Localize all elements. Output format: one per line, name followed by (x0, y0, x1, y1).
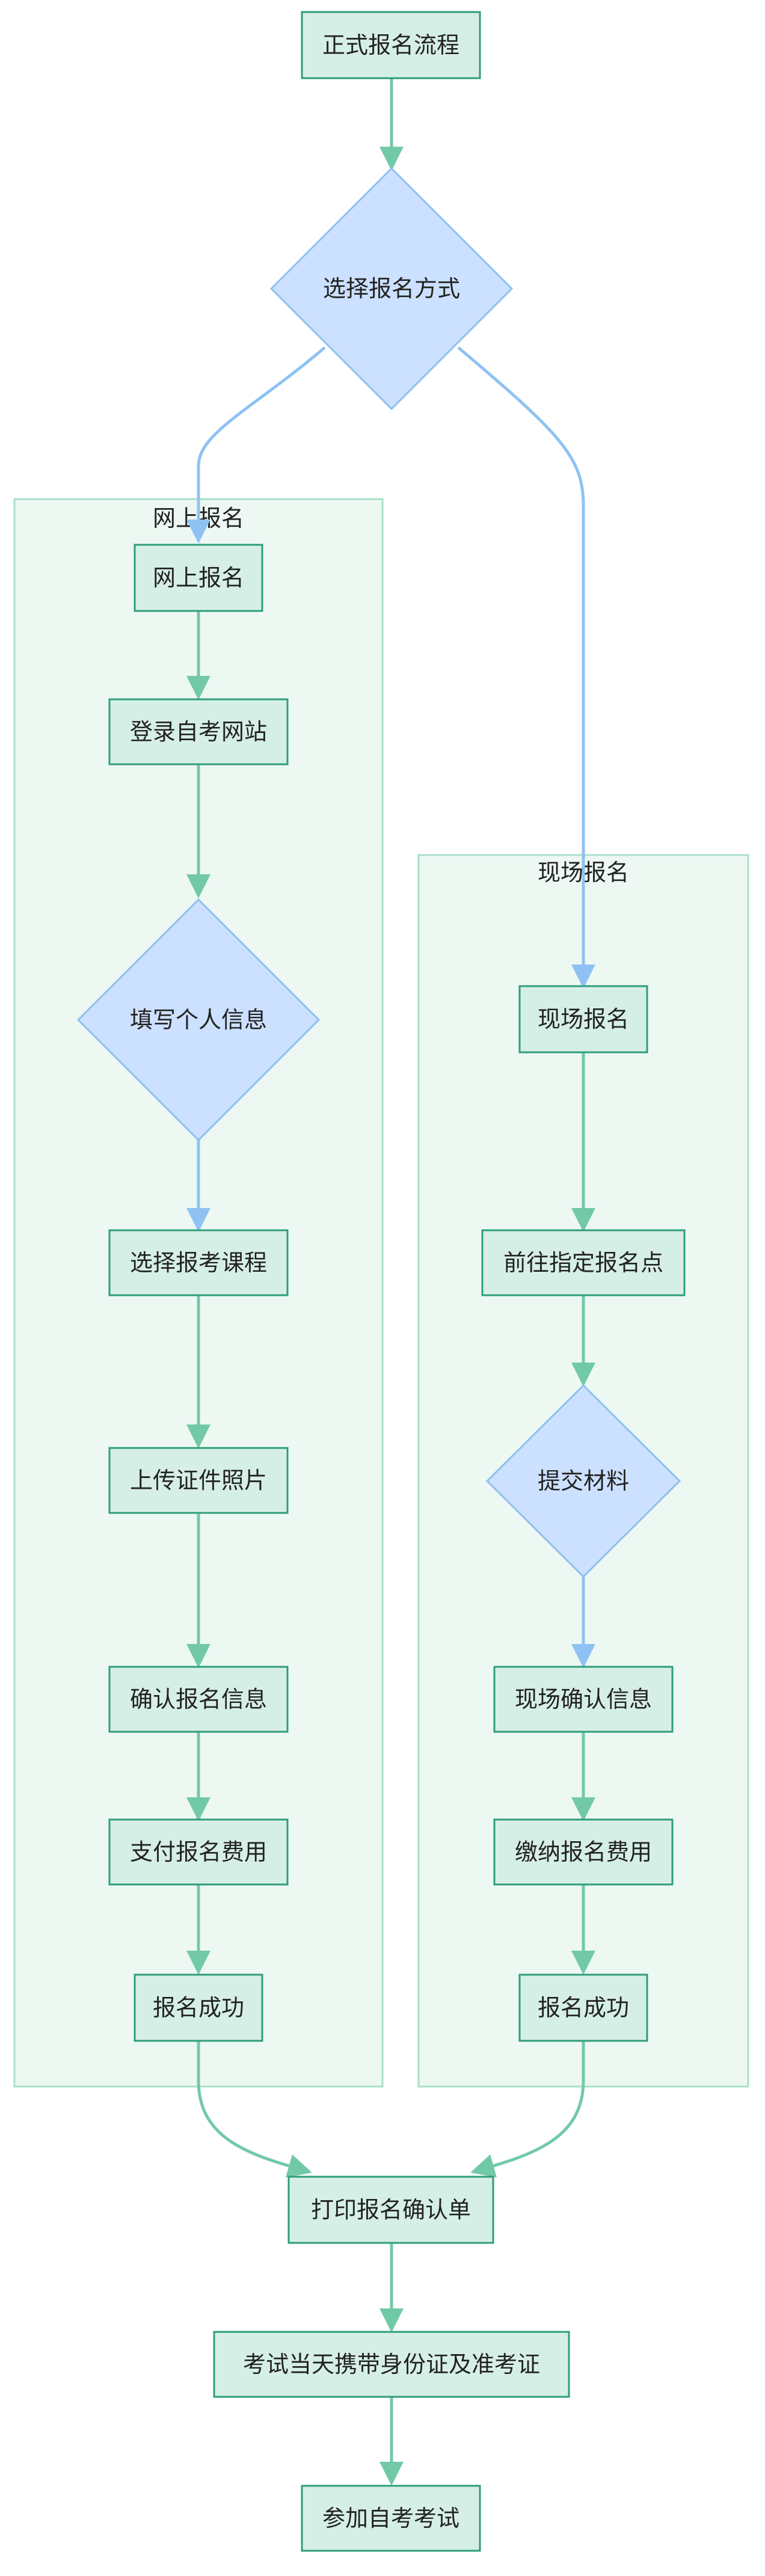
onsite-pay-fee: 缴纳报名费用 (493, 1818, 674, 1886)
edge-decision-to-online (186, 346, 326, 544)
online-pay-fee: 支付报名费用 (108, 1818, 289, 1886)
edges (186, 78, 595, 2486)
node-bring-documents: 考试当天携带身份证及准考证 (213, 2331, 570, 2398)
online-pay-fee-label: 支付报名费用 (130, 1839, 267, 1865)
onsite-confirm-info: 现场确认信息 (493, 1666, 674, 1733)
online-choose-courses: 选择报考课程 (108, 1229, 289, 1296)
online-entry-label: 网上报名 (153, 565, 244, 591)
online-upload-photo: 上传证件照片 (108, 1447, 289, 1514)
online-success: 报名成功 (134, 1973, 263, 2042)
node-start-label: 正式报名流程 (322, 32, 459, 58)
onsite-submit-materials: 提交材料 (485, 1384, 681, 1578)
onsite-entry: 现场报名 (518, 985, 648, 1053)
onsite-submit-materials-label: 提交材料 (538, 1468, 629, 1494)
online-confirm-info-label: 确认报名信息 (130, 1686, 267, 1713)
online-fill-info: 填写个人信息 (76, 898, 321, 1142)
online-choose-courses-label: 选择报考课程 (130, 1250, 267, 1276)
onsite-go-point-label: 前往指定报名点 (503, 1250, 663, 1276)
onsite-success-label: 报名成功 (538, 1995, 629, 2021)
online-login-label: 登录自考网站 (130, 719, 267, 745)
online-upload-photo-label: 上传证件照片 (130, 1467, 267, 1494)
onsite-success: 报名成功 (518, 1973, 648, 2042)
decision-method: 选择报名方式 (269, 167, 514, 411)
onsite-pay-fee-label: 缴纳报名费用 (515, 1839, 652, 1865)
online-fill-info-label: 填写个人信息 (130, 1007, 267, 1033)
online-success-label: 报名成功 (153, 1995, 244, 2021)
node-take-exam-label: 参加自考考试 (322, 2505, 459, 2532)
online-confirm-info: 确认报名信息 (108, 1666, 289, 1733)
onsite-go-point: 前往指定报名点 (481, 1229, 686, 1296)
onsite-confirm-info-label: 现场确认信息 (515, 1686, 652, 1713)
onsite-entry-label: 现场报名 (538, 1006, 629, 1032)
decision-method-label: 选择报名方式 (323, 275, 460, 302)
node-bring-documents-label: 考试当天携带身份证及准考证 (243, 2351, 540, 2378)
edge-online-success-to-print (197, 2041, 312, 2178)
node-start: 正式报名流程 (301, 11, 481, 79)
online-entry: 网上报名 (134, 544, 263, 612)
node-print-confirmation-label: 打印报名确认单 (311, 2197, 471, 2223)
online-login: 登录自考网站 (108, 698, 289, 765)
edge-onsite-success-to-print (470, 2041, 585, 2178)
edge-decision-to-onsite (457, 346, 595, 989)
node-print-confirmation: 打印报名确认单 (287, 2176, 494, 2244)
node-take-exam: 参加自考考试 (301, 2485, 481, 2552)
